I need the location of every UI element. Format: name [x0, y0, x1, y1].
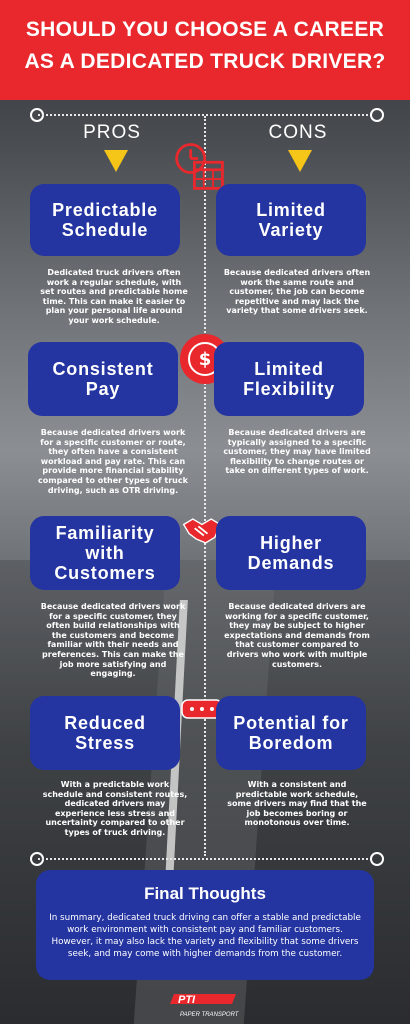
logo-mark: PTI	[178, 994, 196, 1006]
logo-subtitle: PAPER TRANSPORT	[180, 1012, 240, 1018]
pros-heading: PROS	[83, 122, 141, 143]
con-text: Because dedicated drivers are working fo…	[224, 602, 370, 669]
pro-card-consistent-pay: Consistent Pay	[28, 342, 178, 416]
company-logo: PTI PAPER TRANSPORT	[170, 990, 240, 1020]
pro-card-familiarity-with-customers: Familiarity with Customers	[30, 516, 180, 590]
header-banner: SHOULD YOU CHOOSE A CAREER AS A DEDICATE…	[0, 0, 410, 100]
pro-text: Because dedicated drivers work for a spe…	[38, 428, 188, 495]
divider-dot	[370, 852, 384, 866]
pro-text: With a predictable work schedule and con…	[42, 780, 188, 837]
cons-heading: CONS	[268, 122, 328, 143]
con-card-potential-for-boredom: Potential for Boredom	[216, 696, 366, 770]
pros-arrow-icon	[104, 150, 128, 172]
con-card-limited-variety: Limited Variety	[216, 184, 366, 256]
con-text: Because dedicated drivers are typically …	[223, 428, 371, 476]
divider-line	[38, 858, 372, 860]
divider-dot	[370, 108, 384, 122]
con-card-limited-flexibility: Limited Flexibility	[214, 342, 364, 416]
pro-text: Because dedicated drivers work for a spe…	[40, 602, 186, 679]
cons-arrow-icon	[288, 150, 312, 172]
con-card-higher-demands: Higher Demands	[216, 516, 366, 590]
svg-text:$: $	[199, 349, 212, 370]
divider-line	[38, 114, 372, 116]
column-divider	[204, 116, 206, 856]
con-text: Because dedicated drivers often work the…	[223, 268, 371, 316]
pro-card-predictable-schedule: Predictable Schedule	[30, 184, 180, 256]
calendar-clock-icon	[172, 138, 228, 194]
con-text: With a consistent and predictable work s…	[227, 780, 367, 828]
page-title: SHOULD YOU CHOOSE A CAREER AS A DEDICATE…	[24, 18, 386, 73]
pro-card-reduced-stress: Reduced Stress	[30, 696, 180, 770]
final-thoughts-panel: Final Thoughts In summary, dedicated tru…	[36, 870, 374, 980]
final-thoughts-text: In summary, dedicated truck driving can …	[49, 913, 361, 959]
pro-text: Dedicated truck drivers often work a reg…	[40, 268, 188, 325]
final-thoughts-title: Final Thoughts	[144, 884, 266, 903]
